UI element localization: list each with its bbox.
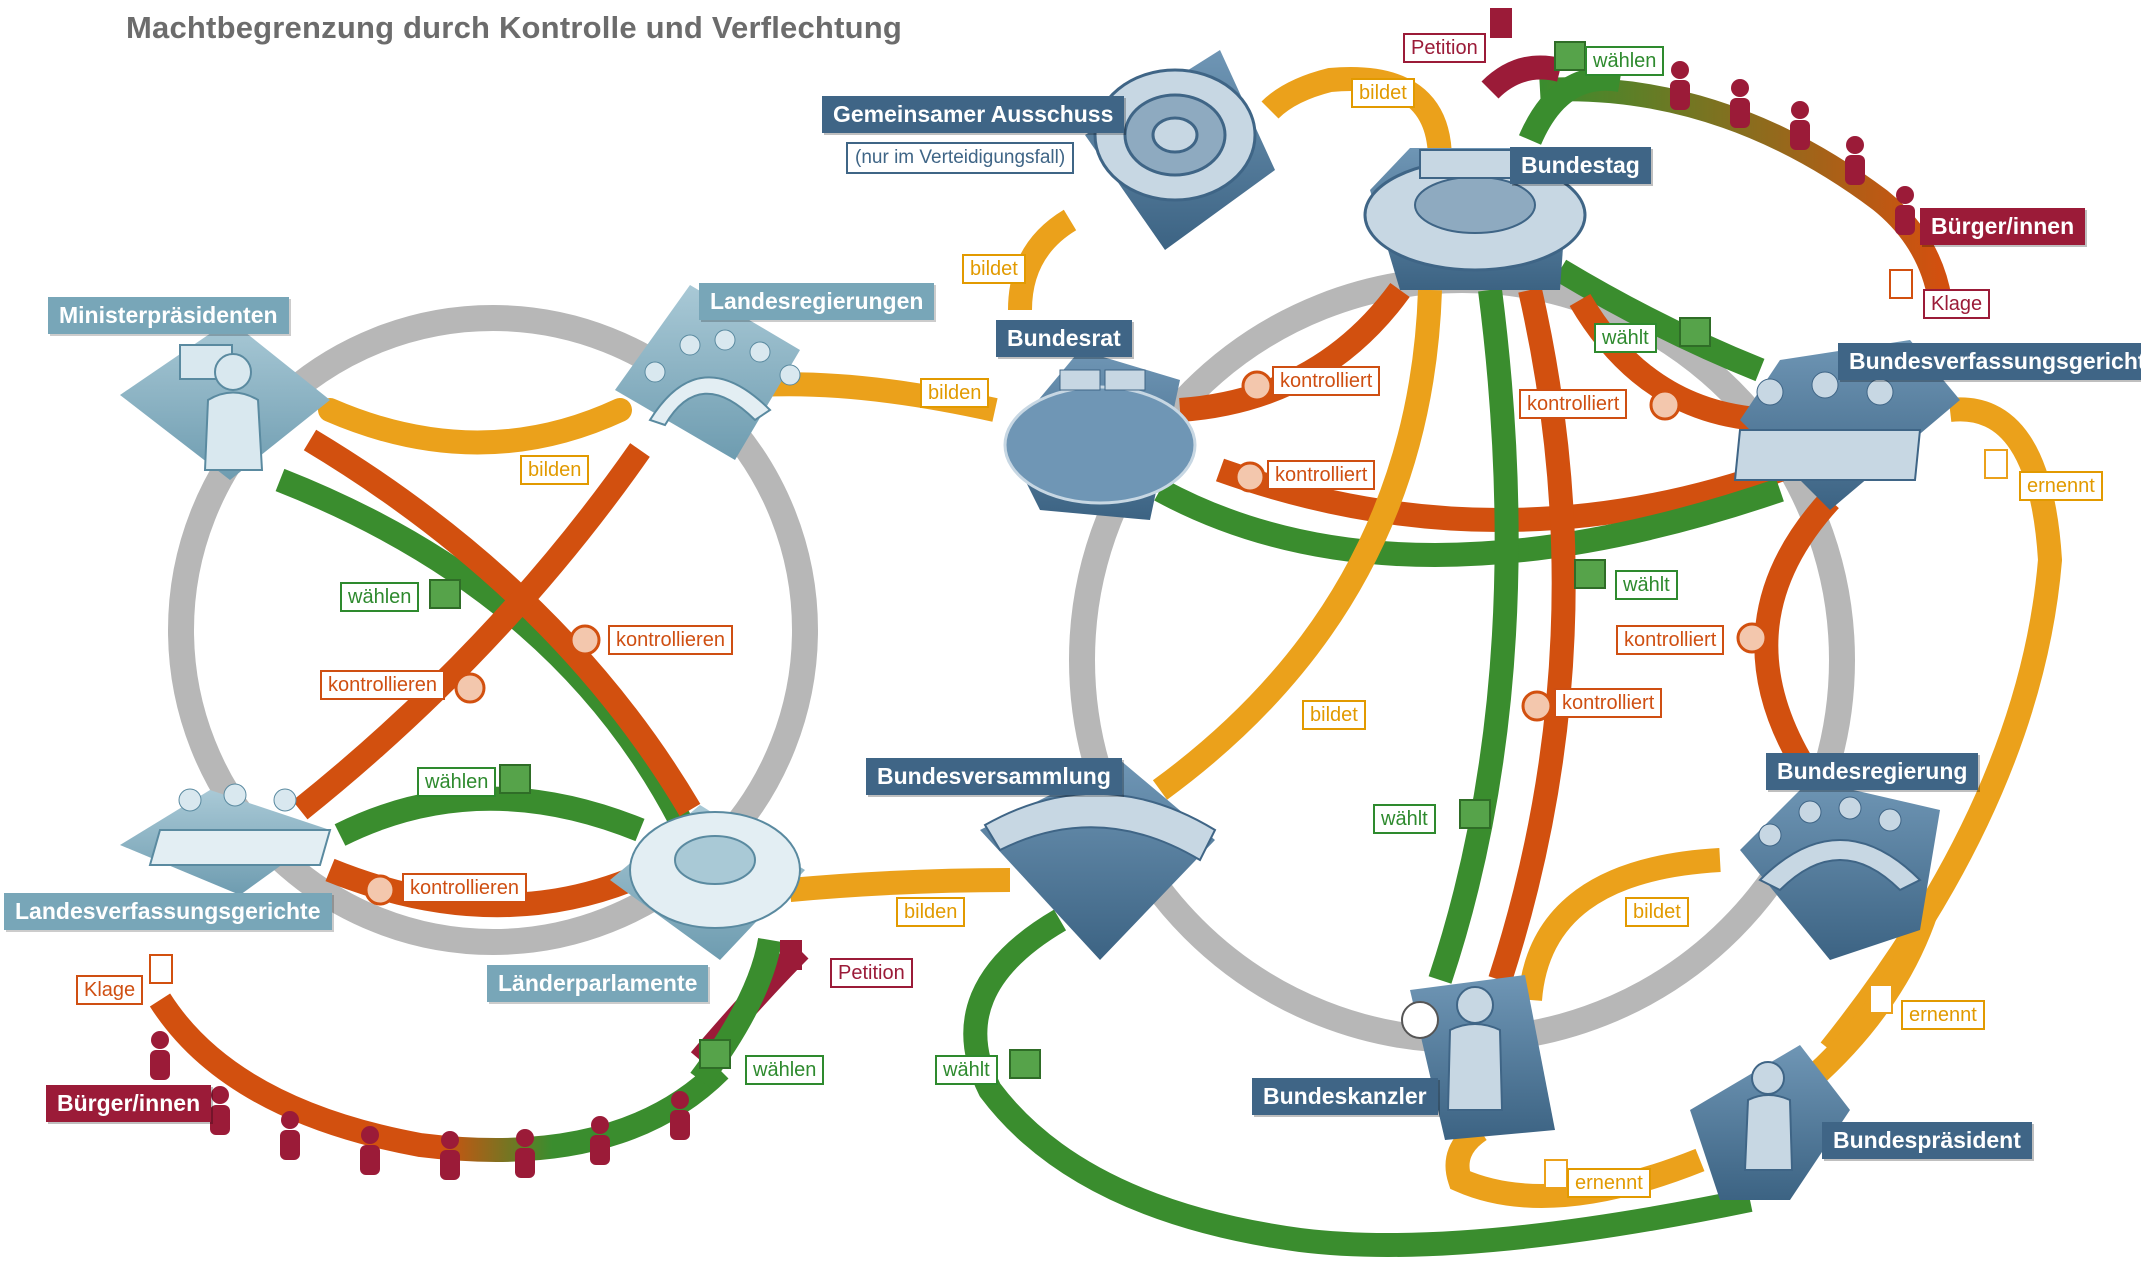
- label-laenderparlamente: Länderparlamente: [487, 965, 709, 1002]
- tag-bildet-ausschuss-bt: bildet: [1351, 78, 1415, 108]
- band-buerger-land: [149, 993, 729, 1162]
- tag-petition-land: Petition: [830, 958, 913, 988]
- bundespraesident-icon: [1690, 1045, 1850, 1200]
- tag-kontrollieren-lvg-lr: kontrollieren: [320, 670, 445, 700]
- tag-petition-bund: Petition: [1403, 33, 1486, 63]
- tag-waehlt-bt-kanzler: wählt: [1373, 804, 1436, 834]
- tag-waehlen-land: wählen: [745, 1055, 825, 1085]
- tag-kontrolliert-bverfg-bt: kontrolliert: [1519, 389, 1628, 419]
- band-br-bverfg-waehlt: [1154, 478, 1784, 567]
- tag-kontrolliert-br-bt: kontrolliert: [1272, 366, 1381, 396]
- bundeskanzler-icon: [1401, 975, 1555, 1140]
- buerger-bund-figures: [1670, 61, 1915, 235]
- page-title: Machtbegrenzung durch Kontrolle und Verf…: [126, 10, 903, 45]
- label-verteidigungsfall: (nur im Verteidigungsfall): [846, 142, 1075, 174]
- band-bt-kanzler-waehlt: [1428, 288, 1519, 984]
- tag-kontrolliert-bt-breg: kontrolliert: [1554, 688, 1663, 718]
- gemeinsamer-ausschuss-icon: [1085, 50, 1275, 250]
- label-ministerpraesidenten: Ministerpräsidenten: [48, 297, 289, 334]
- bundesrat-icon: [1003, 350, 1197, 520]
- band-bp-bverfg-ernennt: [1820, 397, 2063, 1058]
- petition-icons: [780, 8, 1512, 970]
- band-kanzler-breg-bildet: [1518, 848, 1721, 1002]
- label-bundeskanzler: Bundeskanzler: [1252, 1078, 1438, 1115]
- label-bundesregierung: Bundesregierung: [1766, 753, 1979, 790]
- tag-ernennt-breg: ernennt: [1901, 1000, 1985, 1030]
- band-bvers-bp-waehlt: [963, 909, 1753, 1257]
- tag-waehlen-lp-mp: wählen: [340, 582, 420, 612]
- band-waehlen-bund: [1518, 66, 1622, 145]
- landesregierungen-icon: [615, 285, 801, 460]
- ballot-box-icons: [429, 41, 1711, 1079]
- label-landesregierungen: Landesregierungen: [699, 283, 935, 320]
- landesverfassungsgerichte-icon: [120, 783, 332, 895]
- tag-waehlen-bund: wählen: [1585, 46, 1665, 76]
- tag-klage-bund: Klage: [1923, 289, 1991, 319]
- label-bundesrat: Bundesrat: [996, 320, 1132, 357]
- bundesverfassungsgericht-icon: [1733, 340, 1960, 510]
- tag-bilden-mp-lr: bilden: [520, 455, 590, 485]
- label-bundesversammlung: Bundesversammlung: [866, 758, 1122, 795]
- tag-waehlen-lp-lvg: wählen: [417, 767, 497, 797]
- tag-kontrollieren-lp-lr: kontrollieren: [608, 625, 733, 655]
- tag-kontrolliert-bverfg-br: kontrolliert: [1267, 460, 1376, 490]
- label-buerger-bund: Bürger/innen: [1920, 208, 2086, 245]
- bundesregierung-icon: [1740, 780, 1940, 960]
- tag-waehlt-br-bverfg: wählt: [1615, 570, 1678, 600]
- tag-waehlt-bt-bverfg: wählt: [1594, 323, 1657, 353]
- tag-ernennt-kanzler: ernennt: [1567, 1168, 1651, 1198]
- band-buerger-bund: [1539, 77, 1952, 303]
- label-bundestag: Bundestag: [1510, 147, 1651, 184]
- laenderparlamente-icon: [610, 805, 805, 960]
- label-bundesverfassungsgericht: Bundesverfassungsgericht: [1838, 343, 2141, 380]
- label-gemeinsamer-ausschuss: Gemeinsamer Ausschuss: [822, 96, 1125, 133]
- label-buerger-land: Bürger/innen: [46, 1085, 212, 1122]
- band-br-ausschuss-bildet: [1008, 209, 1077, 311]
- tag-klage-land: Klage: [76, 975, 144, 1005]
- label-bundespraesident: Bundespräsident: [1822, 1122, 2032, 1159]
- document-icons: [149, 269, 2008, 1189]
- bundesversammlung-icon: [980, 760, 1217, 960]
- tag-ernennt-bverfg: ernennt: [2019, 471, 2103, 501]
- band-petition-bund: [1481, 55, 1563, 99]
- magnifier-icons: [364, 370, 1768, 906]
- band-lp-bvers-bilden: [788, 868, 1011, 902]
- tag-bildet-kanzler-breg: bildet: [1625, 897, 1689, 927]
- buerger-land-figures: [150, 1031, 690, 1180]
- band-lvg-lr-kontrollieren: [292, 443, 650, 820]
- tag-bildet-bt-bvers: bildet: [1302, 700, 1366, 730]
- tag-kontrolliert-bverfg-breg: kontrolliert: [1616, 625, 1725, 655]
- band-bverfg-breg-kontrolliert: [1754, 491, 1839, 766]
- tag-bilden-lp-bvers: bilden: [896, 897, 966, 927]
- ministerpraesidenten-icon: [120, 320, 330, 480]
- band-mp-lr-bilden: [318, 398, 632, 455]
- tag-waehlt-bvers-bp: wählt: [935, 1055, 998, 1085]
- label-landesverfassungsgerichte: Landesverfassungsgerichte: [4, 893, 332, 930]
- tag-bilden-lr-br: bilden: [920, 378, 990, 408]
- state-level-ring: [168, 305, 818, 955]
- tag-bildet-ausschuss-br: bildet: [962, 254, 1026, 284]
- tag-kontrollieren-lvg-lp: kontrollieren: [402, 873, 527, 903]
- band-bt-bverfg-waehlt: [1553, 259, 1765, 382]
- band-lp-lvg-waehlen: [334, 786, 645, 846]
- band-bt-bvers-bildet: [1152, 289, 1442, 800]
